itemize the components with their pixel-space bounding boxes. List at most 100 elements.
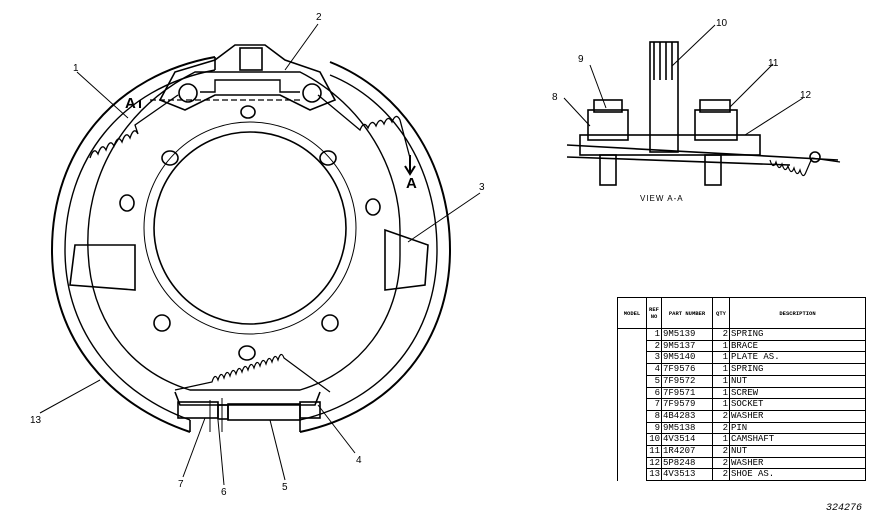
qty-cell: 2 [712,456,730,470]
view-label: VIEW A-A [640,194,684,203]
description-cell: WASHER [729,409,866,423]
model-cell [617,375,647,388]
part-number-cell: 9M5139 [661,328,713,341]
qty-cell: 1 [712,386,730,400]
callout-9: 9 [578,54,584,65]
callout-11: 11 [768,58,779,69]
callout-2: 2 [316,12,322,23]
brake-shoe-right [299,61,452,433]
parts-table: MODEL REF NO PART NUMBER QTY DESCRIPTION… [617,297,866,482]
model-cell [617,468,647,481]
adjuster-assembly [174,391,321,432]
part-number-cell: 9M5138 [661,421,713,435]
spring-upper-left [89,94,179,159]
ref-cell: 2 [646,339,662,353]
model-cell [617,340,647,352]
description-cell: PLATE AS. [729,351,866,365]
model-cell [617,457,647,469]
figure-number: 324276 [826,503,863,514]
callout-5: 5 [282,482,288,493]
qty-cell: 1 [712,351,730,365]
leader-lines [39,23,481,486]
description-cell: BRACE [729,339,866,353]
callout-1: 1 [73,63,79,74]
ref-cell: 4 [646,363,662,376]
header-model: MODEL [617,297,647,329]
qty-cell: 2 [712,445,730,458]
ref-cell: 11 [646,445,662,458]
description-cell: SOCKET [729,398,866,411]
model-cell [617,445,647,458]
model-cell [617,422,647,434]
header-part: PART NUMBER [661,297,713,329]
callout-10: 10 [716,18,728,29]
ref-cell: 5 [646,374,662,388]
ref-cell: 10 [646,433,662,447]
header-desc: DESCRIPTION [729,297,866,329]
section-arrow-right [404,155,416,176]
qty-cell: 1 [712,374,730,388]
description-cell: SHOE AS. [729,468,866,482]
description-cell: NUT [729,374,866,388]
section-view-aa [566,41,841,186]
description-cell: SPRING [729,363,866,376]
ref-cell: 9 [646,421,662,435]
callout-12: 12 [800,90,812,101]
description-cell: CAMSHAFT [729,433,866,447]
spring-lower [174,353,331,393]
callout-3: 3 [479,182,485,193]
ref-cell: 6 [646,386,662,400]
model-cell [617,351,647,364]
description-cell: WASHER [729,456,866,470]
description-cell: PIN [729,421,866,435]
model-cell [617,410,647,423]
part-number-cell: 9M5140 [661,351,713,365]
qty-cell: 2 [712,468,730,482]
part-number-cell: 7F9579 [661,398,713,411]
description-cell: SPRING [729,328,866,341]
part-number-cell: 4V3514 [661,433,713,447]
qty-cell: 1 [712,363,730,376]
ref-cell: 7 [646,398,662,411]
callout-8: 8 [552,92,558,103]
qty-cell: 1 [712,433,730,447]
header-qty: QTY [712,297,730,329]
section-mark-right: A [406,175,417,192]
part-number-cell: 7F9572 [661,374,713,388]
qty-cell: 1 [712,339,730,353]
callout-6: 6 [221,487,227,498]
parts-table-header: MODEL REF NO PART NUMBER QTY DESCRIPTION [617,297,866,329]
bolt-holes [119,105,381,361]
section-leader-lines [563,24,804,136]
spring-upper-right [317,94,411,159]
description-cell: SCREW [729,386,866,400]
model-cell [617,363,647,376]
part-number-cell: 4V3513 [661,468,713,482]
qty-cell: 1 [712,398,730,411]
header-ref: REF NO [646,297,662,329]
part-number-cell: 9M5137 [661,339,713,353]
ref-cell: 3 [646,351,662,365]
ref-cell: 13 [646,468,662,482]
part-number-cell: 1R4207 [661,445,713,458]
callout-4: 4 [356,455,362,466]
model-cell [617,398,647,411]
model-cell [617,387,647,399]
part-number-cell: 4B4283 [661,409,713,423]
backing-plate [69,71,429,391]
qty-cell: 2 [712,409,730,423]
part-number-cell: 5P8248 [661,456,713,470]
callout-13: 13 [30,415,42,426]
